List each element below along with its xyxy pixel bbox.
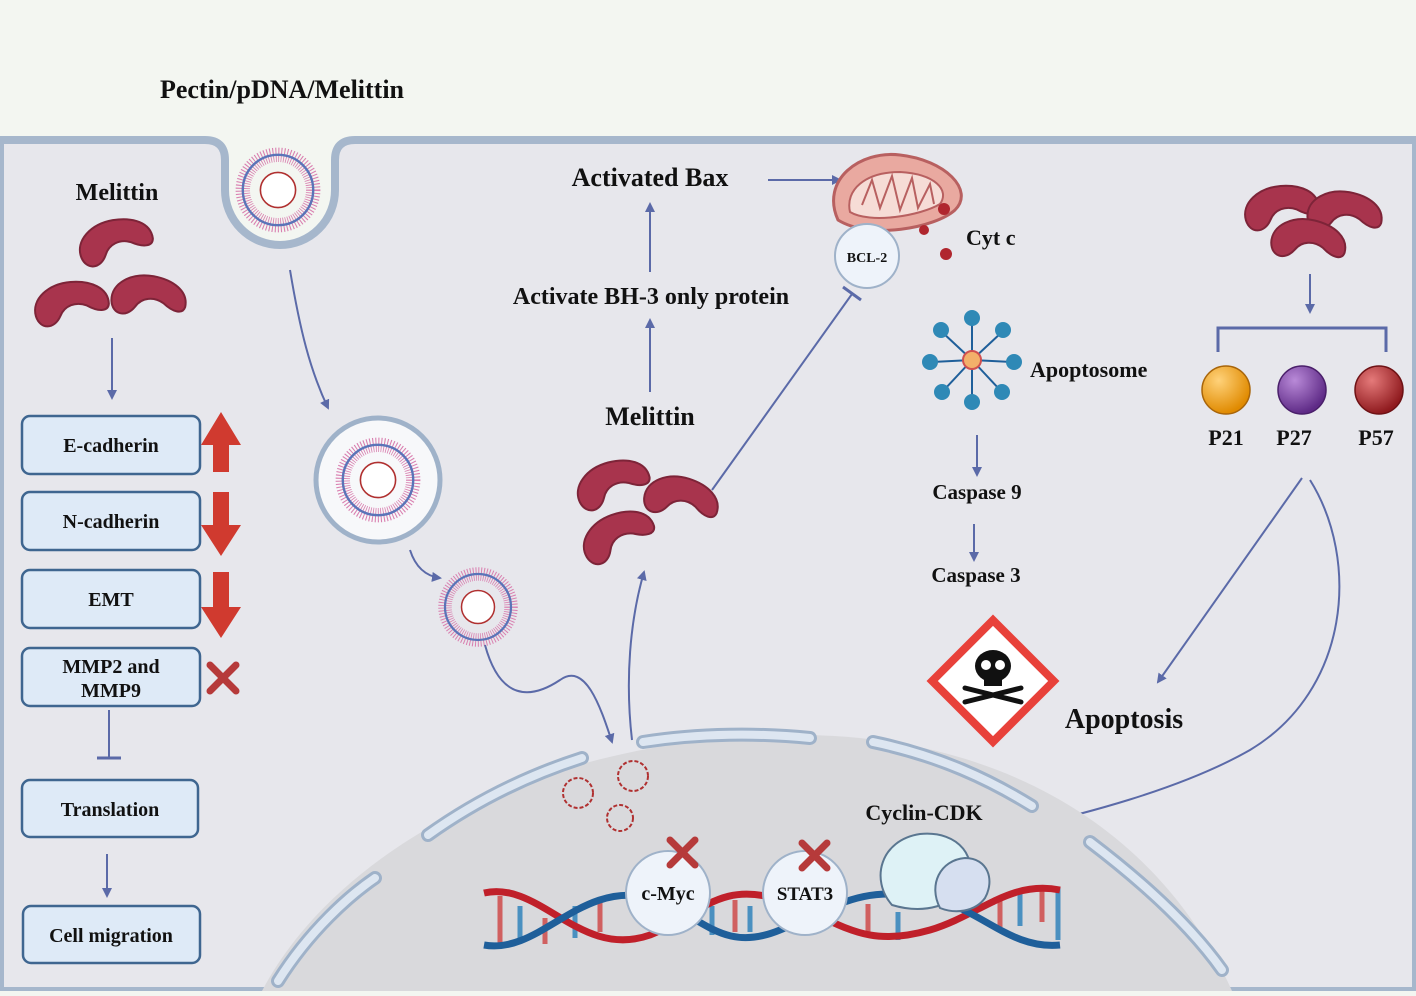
- nanoparticle-vesicle: [313, 415, 443, 545]
- box-translation: Translation: [20, 778, 200, 839]
- bcl2-label: BCL-2: [847, 251, 887, 266]
- cyclin-cdk-complex-icon: [879, 832, 991, 913]
- down-arrow-icon: [201, 572, 241, 638]
- cmyc-node: c-Myc: [625, 850, 711, 936]
- p21-label: P21: [1208, 425, 1243, 450]
- box-emt: EMT: [20, 568, 202, 630]
- bcl2-node: BCL-2: [834, 223, 900, 289]
- apoptosome-label: Apoptosome: [1030, 357, 1148, 382]
- mitochondrion-icon: [832, 152, 963, 232]
- stat3-label: STAT3: [777, 884, 833, 905]
- cyclin-cdk-label: Cyclin-CDK: [865, 800, 982, 825]
- apoptosome-icon: [922, 310, 1022, 410]
- up-arrow-icon: [201, 412, 241, 472]
- cmyc-label: c-Myc: [641, 883, 694, 905]
- nuclear-envelope-inner: [274, 730, 1226, 985]
- blocked-x-icon: [798, 839, 831, 872]
- box-n-cadherin: N-cadherin: [20, 490, 202, 552]
- pdna-circles: [562, 760, 649, 832]
- n-cadherin-label: N-cadherin: [63, 511, 160, 533]
- apoptosis-label: Apoptosis: [1065, 704, 1183, 735]
- p57-protein: P57: [1354, 365, 1404, 450]
- caspase9-label: Caspase 9: [932, 480, 1021, 504]
- stat3-node: STAT3: [762, 850, 848, 936]
- title: Pectin/pDNA/Melittin: [160, 75, 405, 104]
- e-cadherin-label: E-cadherin: [63, 435, 159, 457]
- endocytic-nanoparticle: [243, 155, 313, 225]
- cyt-c-label: Cyt c: [966, 225, 1016, 250]
- p27-label: P27: [1276, 425, 1311, 450]
- blocked-x-icon: [206, 661, 240, 695]
- box-e-cadherin: E-cadherin: [20, 414, 202, 476]
- cell-migration-label: Cell migration: [49, 925, 173, 947]
- cyt-c-dots: [919, 203, 952, 260]
- down-arrow-icon: [201, 492, 241, 556]
- translation-label: Translation: [61, 799, 160, 821]
- center-melittin-label: Melittin: [605, 402, 695, 431]
- left-melittin-label: Melittin: [76, 180, 159, 206]
- emt-label: EMT: [88, 589, 134, 611]
- mmp-label-line2: MMP9: [81, 680, 141, 702]
- caspase3-label: Caspase 3: [931, 563, 1020, 587]
- skull-hazard-icon: [926, 614, 1060, 748]
- box-mmp: MMP2 and MMP9: [20, 646, 202, 708]
- mmp-label-line1: MMP2 and: [62, 656, 159, 678]
- p21-protein: P21: [1201, 365, 1251, 450]
- activated-bax-label: Activated Bax: [572, 163, 729, 192]
- p57-label: P57: [1358, 425, 1393, 450]
- p27-protein: P27: [1276, 365, 1327, 450]
- bh3-label: Activate BH-3 only protein: [513, 284, 789, 310]
- blocked-x-icon: [666, 836, 699, 869]
- box-cell-migration: Cell migration: [21, 904, 202, 965]
- cell-membrane: [0, 136, 1416, 995]
